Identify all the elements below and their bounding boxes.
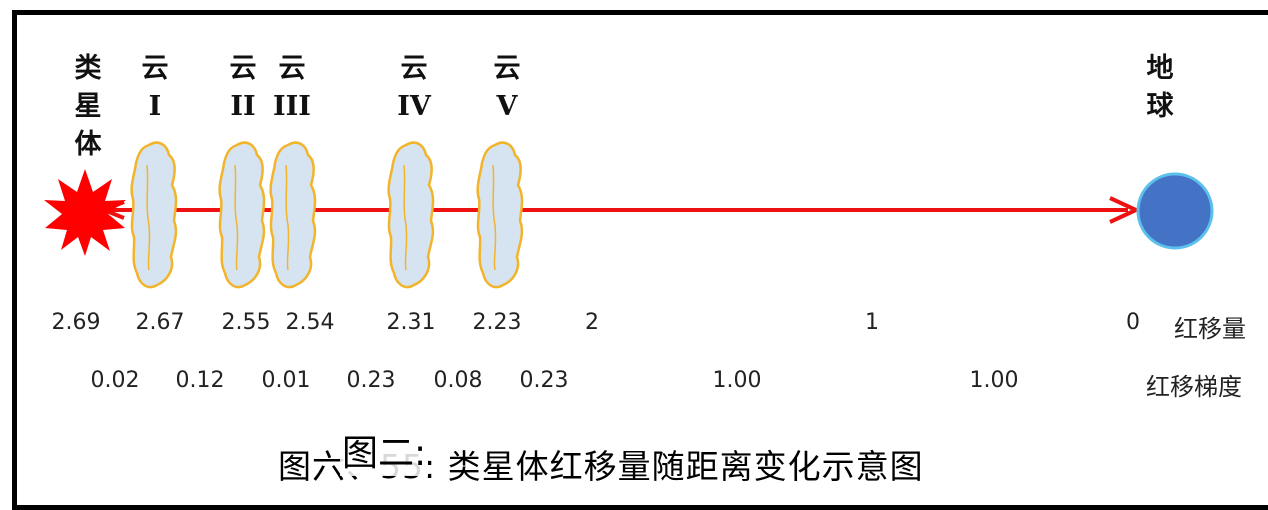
gradient-value: 0.23 bbox=[346, 368, 396, 393]
cloud-4-label: 云 IV bbox=[384, 50, 444, 126]
redshift-value: 2.54 bbox=[285, 310, 335, 335]
redshift-value: 1 bbox=[865, 310, 879, 335]
cloud-3-icon bbox=[269, 141, 317, 289]
redshift-value: 0 bbox=[1126, 310, 1140, 335]
cloud-label-char: 云 bbox=[229, 53, 257, 84]
redshift-value: 2.31 bbox=[386, 310, 436, 335]
quasar-label: 类 星 体 bbox=[66, 50, 110, 164]
earth-label-char: 球 bbox=[1146, 91, 1174, 122]
arrowhead-to-earth-icon bbox=[1109, 196, 1141, 224]
quasar-label-char: 星 bbox=[74, 91, 102, 122]
cloud-label-roman: III bbox=[273, 91, 311, 122]
gradient-value: 0.02 bbox=[90, 368, 140, 393]
redshift-value: 2.67 bbox=[135, 310, 185, 335]
cloud-2-icon bbox=[218, 141, 266, 289]
cloud-label-char: 云 bbox=[141, 53, 169, 84]
gradient-value: 0.23 bbox=[519, 368, 569, 393]
cloud-label-char: 云 bbox=[493, 53, 521, 84]
cloud-2-label: 云 II bbox=[213, 50, 273, 126]
cloud-label-char: 云 bbox=[278, 53, 306, 84]
cloud-label-roman: V bbox=[496, 91, 518, 122]
redshift-value: 2 bbox=[585, 310, 599, 335]
gradient-value: 1.00 bbox=[969, 368, 1019, 393]
earth-label-char: 地 bbox=[1146, 53, 1174, 84]
cloud-1-icon bbox=[130, 141, 178, 289]
redshift-row-label: 红移量 bbox=[1174, 315, 1246, 343]
gradient-value: 0.01 bbox=[261, 368, 311, 393]
cloud-label-roman: IV bbox=[397, 91, 431, 122]
figure-caption-overlay: 图二: bbox=[340, 424, 429, 476]
cloud-label-roman: I bbox=[148, 91, 162, 122]
redshift-value: 2.23 bbox=[472, 310, 522, 335]
gradient-row-label: 红移梯度 bbox=[1146, 373, 1242, 401]
cloud-5-label: 云 V bbox=[477, 50, 537, 126]
earth-label: 地 球 bbox=[1136, 50, 1184, 126]
gradient-value: 0.08 bbox=[433, 368, 483, 393]
quasar-label-char: 类 bbox=[74, 53, 102, 84]
gradient-value: 1.00 bbox=[712, 368, 762, 393]
cloud-label-char: 云 bbox=[400, 53, 428, 84]
cloud-3-label: 云 III bbox=[262, 50, 322, 126]
redshift-value: 2.69 bbox=[51, 310, 101, 335]
gradient-value: 0.12 bbox=[175, 368, 225, 393]
earth-circle-icon bbox=[1136, 172, 1214, 250]
cloud-4-icon bbox=[387, 141, 435, 289]
redshift-value: 2.55 bbox=[221, 310, 271, 335]
cloud-label-roman: II bbox=[230, 91, 256, 122]
cloud-5-icon bbox=[476, 141, 524, 289]
cloud-1-label: 云 I bbox=[125, 50, 185, 126]
quasar-starburst-icon bbox=[44, 169, 126, 256]
diagram-canvas bbox=[44, 141, 1214, 289]
quasar-label-char: 体 bbox=[74, 129, 102, 160]
